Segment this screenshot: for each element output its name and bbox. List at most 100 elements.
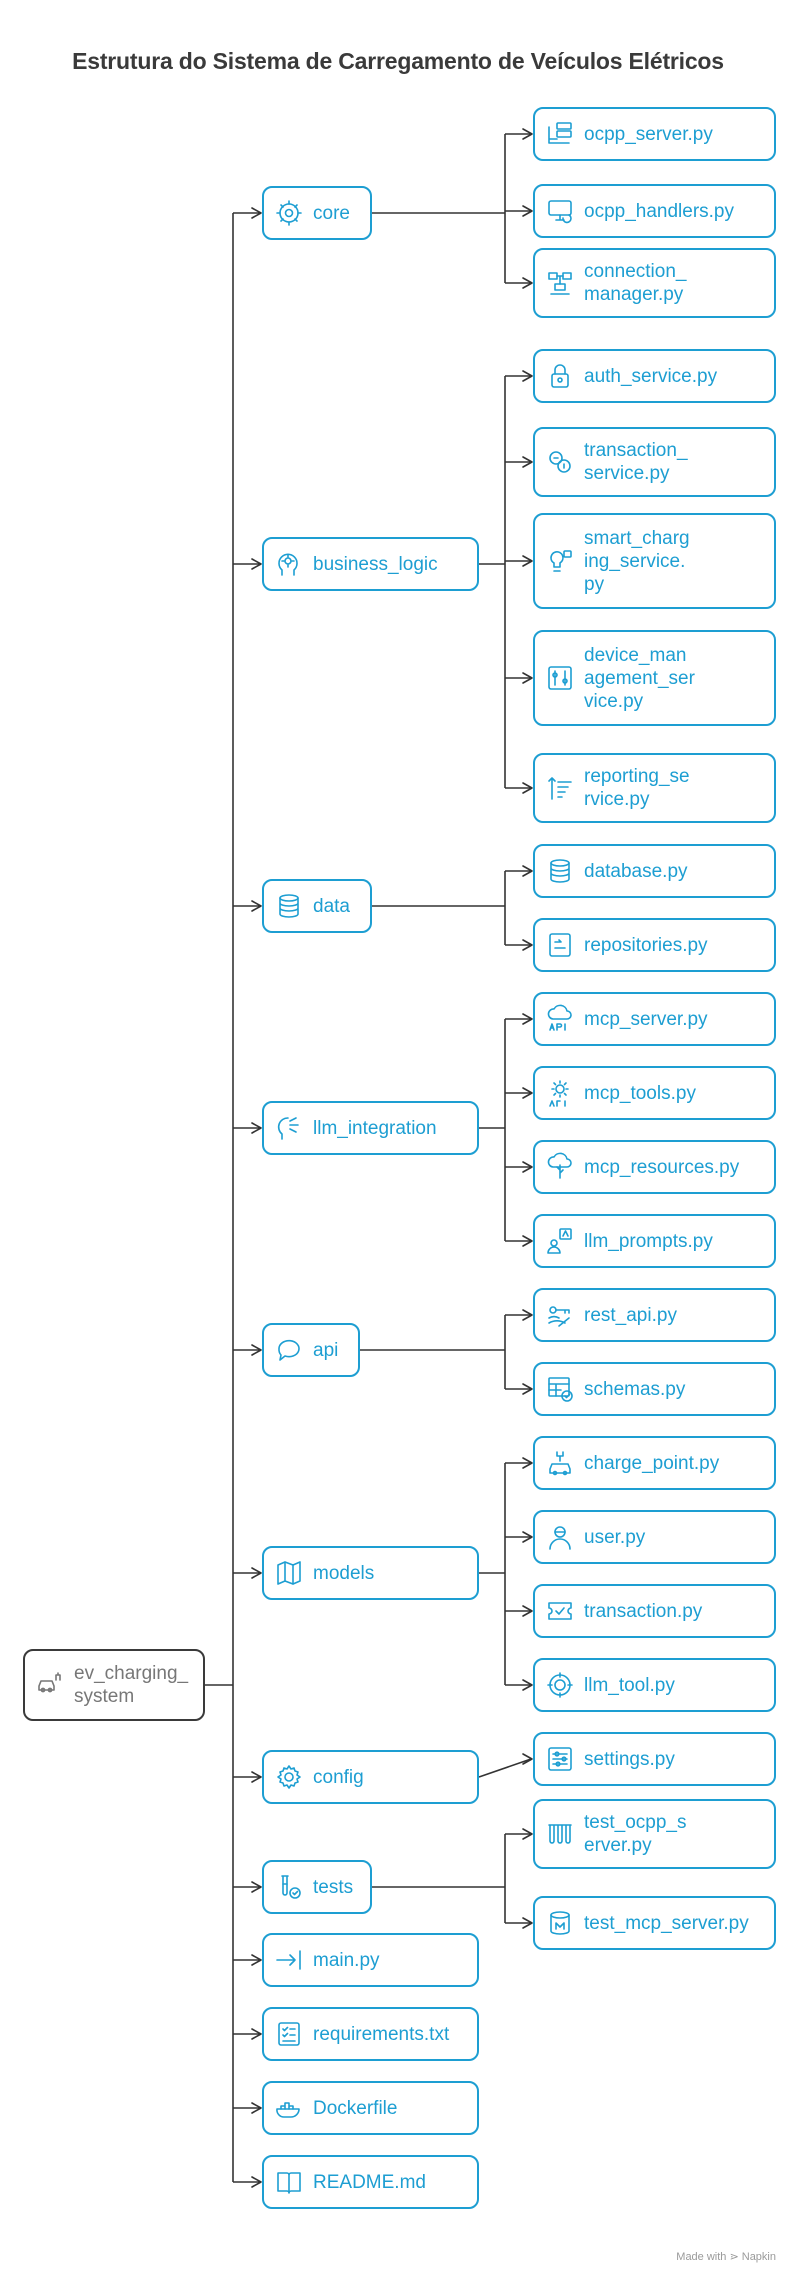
- arrowhead: [522, 555, 533, 567]
- cloud-plant-icon: [545, 1152, 575, 1182]
- file-node-ocpp-server-py: ocpp_server.py: [533, 107, 776, 161]
- arrowhead: [522, 1531, 533, 1543]
- node-label: ev_charging_ system: [74, 1663, 189, 1707]
- file-node-transaction-service-py: transaction_ service.py: [533, 427, 776, 497]
- file-node-test-mcp-server-py: test_mcp_server.py: [533, 1896, 776, 1950]
- arrowhead: [522, 456, 533, 468]
- test-tubes-icon: [545, 1819, 575, 1849]
- node-label: connection_ manager.py: [584, 261, 687, 305]
- diagram-title: Estrutura do Sistema de Carregamento de …: [72, 48, 724, 74]
- node-label: rest_api.py: [584, 1304, 677, 1326]
- node-label: ocpp_handlers.py: [584, 200, 734, 222]
- category-node-models: models: [262, 1546, 479, 1600]
- node-label: tests: [313, 1876, 354, 1898]
- file-node-connection-manager-py: connection_ manager.py: [533, 248, 776, 318]
- node-label: api: [313, 1339, 339, 1361]
- lock-icon: [545, 361, 575, 391]
- node-label: llm_tool.py: [584, 1674, 675, 1696]
- network-key-icon: [545, 1300, 575, 1330]
- chat-bubble-icon: [274, 1335, 304, 1365]
- node-label: core: [313, 202, 350, 224]
- tools-panel-icon: [545, 663, 575, 693]
- file-node-repositories-py: repositories.py: [533, 918, 776, 972]
- arrowhead: [522, 1917, 533, 1929]
- file-node-mcp-server-py: mcp_server.py: [533, 992, 776, 1046]
- file-node-reporting-service-py: reporting_se rvice.py: [533, 753, 776, 823]
- node-label: README.md: [313, 2171, 426, 2193]
- arrowhead: [522, 672, 533, 684]
- arrowhead: [522, 128, 533, 140]
- arrowhead: [522, 1828, 533, 1840]
- book-icon: [274, 2167, 304, 2197]
- database-icon: [274, 891, 304, 921]
- arrowhead: [522, 1753, 533, 1765]
- file-node-llm-prompts-py: llm_prompts.py: [533, 1214, 776, 1268]
- node-label: requirements.txt: [313, 2023, 450, 2045]
- monitor-sync-icon: [545, 196, 575, 226]
- arrowhead: [522, 1309, 533, 1321]
- database-m-icon: [545, 1908, 575, 1938]
- arrowhead: [522, 782, 533, 794]
- category-node-api: api: [262, 1323, 360, 1377]
- arrowhead: [522, 1605, 533, 1617]
- node-label: transaction_ service.py: [584, 440, 688, 484]
- gear-icon: [274, 1762, 304, 1792]
- test-tube-check-icon: [274, 1872, 304, 1902]
- node-label: reporting_se rvice.py: [584, 766, 690, 810]
- car-charging-icon: [35, 1670, 65, 1700]
- file-node-ocpp-handlers-py: ocpp_handlers.py: [533, 184, 776, 238]
- file-node-charge-point-py: charge_point.py: [533, 1436, 776, 1490]
- node-label: llm_integration: [313, 1117, 437, 1139]
- arrowhead: [522, 1383, 533, 1395]
- arrowhead: [522, 1161, 533, 1173]
- node-label: smart_charg ing_service. py: [584, 527, 690, 595]
- category-node-requirements-txt: requirements.txt: [262, 2007, 479, 2061]
- watermark: Made with ⋗ Napkin: [676, 2251, 776, 2263]
- node-label: data: [313, 895, 350, 917]
- category-node-dockerfile: Dockerfile: [262, 2081, 479, 2135]
- arrowhead: [522, 205, 533, 217]
- node-label: business_logic: [313, 553, 438, 575]
- file-node-mcp-tools-py: mcp_tools.py: [533, 1066, 776, 1120]
- arrowhead: [251, 207, 262, 219]
- node-label: models: [313, 1562, 375, 1584]
- node-label: settings.py: [584, 1748, 675, 1770]
- node-label: llm_prompts.py: [584, 1230, 713, 1252]
- checklist-icon: [274, 2019, 304, 2049]
- arrowhead: [522, 1087, 533, 1099]
- arrowhead: [251, 1771, 262, 1783]
- cloud-api-icon: [545, 1004, 575, 1034]
- node-label: device_man agement_ser vice.py: [584, 644, 695, 712]
- arrowhead: [251, 1122, 262, 1134]
- head-gears-icon: [274, 549, 304, 579]
- root-node-ev-charging-system: ev_charging_ system: [23, 1649, 205, 1721]
- arrow-right-bar-icon: [274, 1945, 304, 1975]
- node-label: schemas.py: [584, 1378, 686, 1400]
- node-label: mcp_server.py: [584, 1008, 708, 1030]
- head-plug-icon: [274, 1113, 304, 1143]
- category-node-tests: tests: [262, 1860, 372, 1914]
- node-label: mcp_resources.py: [584, 1156, 740, 1178]
- gear-wrench-icon: [545, 1670, 575, 1700]
- database-icon: [545, 856, 575, 886]
- node-label: test_mcp_server.py: [584, 1912, 749, 1934]
- file-node-mcp-resources-py: mcp_resources.py: [533, 1140, 776, 1194]
- file-node-settings-py: settings.py: [533, 1732, 776, 1786]
- file-node-database-py: database.py: [533, 844, 776, 898]
- file-node-device-management-service-py: device_man agement_ser vice.py: [533, 630, 776, 726]
- folded-map-icon: [274, 1558, 304, 1588]
- arrowhead: [522, 277, 533, 289]
- server-icon: [545, 119, 575, 149]
- file-node-llm-tool-py: llm_tool.py: [533, 1658, 776, 1712]
- node-label: config: [313, 1766, 364, 1788]
- bulb-robot-icon: [545, 546, 575, 576]
- node-label: mcp_tools.py: [584, 1082, 696, 1104]
- currency-exchange-icon: [545, 447, 575, 477]
- arrowhead: [522, 1457, 533, 1469]
- file-node-transaction-py: transaction.py: [533, 1584, 776, 1638]
- node-label: charge_point.py: [584, 1452, 720, 1474]
- arrowhead: [251, 1344, 262, 1356]
- arrowhead: [251, 1954, 262, 1966]
- node-label: transaction.py: [584, 1600, 703, 1622]
- file-node-user-py: user.py: [533, 1510, 776, 1564]
